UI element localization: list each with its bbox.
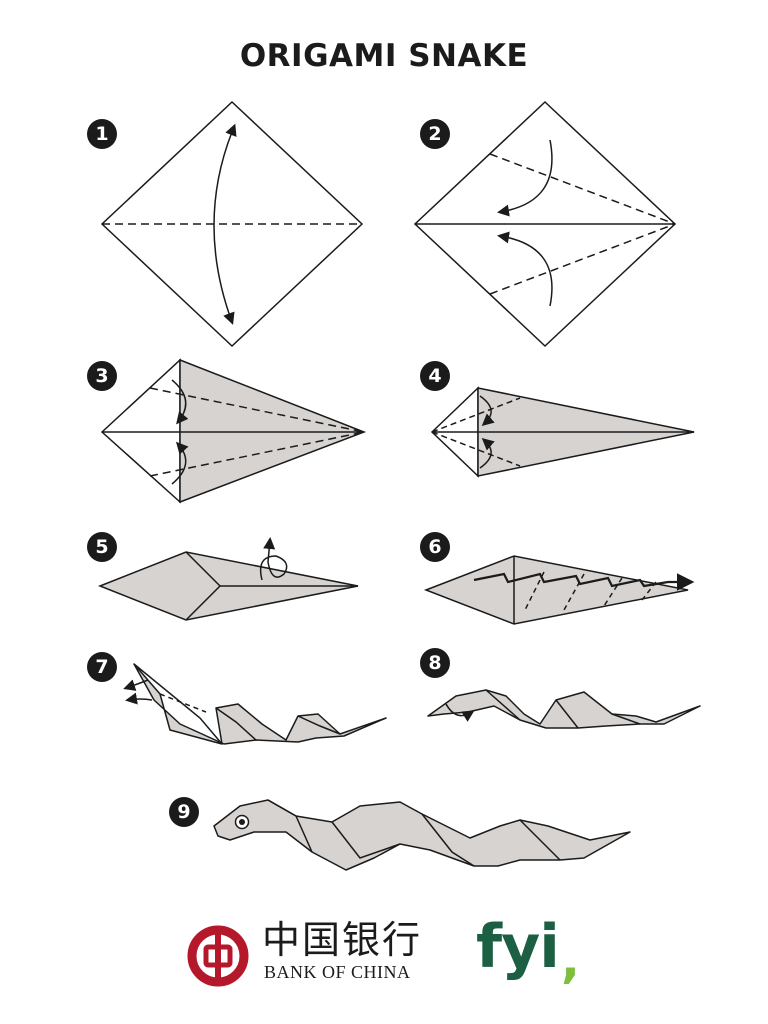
step-number-badge: 6 bbox=[420, 532, 450, 562]
bank-chinese-name: 中国银行 bbox=[262, 918, 423, 962]
fyi-logo: fyi bbox=[476, 912, 560, 982]
step-6-diagram bbox=[423, 555, 695, 625]
step-number-badge: 1 bbox=[87, 119, 117, 149]
step-7-diagram bbox=[123, 663, 387, 745]
step-5-diagram bbox=[97, 537, 359, 621]
fyi-logo-comma: , bbox=[561, 931, 580, 989]
step-1-diagram bbox=[100, 100, 364, 348]
step-3-diagram bbox=[100, 358, 367, 504]
bank-of-china-logo-icon bbox=[187, 925, 249, 987]
step-number-badge: 7 bbox=[87, 652, 117, 682]
step-4-diagram bbox=[430, 386, 695, 478]
step-number-badge: 9 bbox=[169, 797, 199, 827]
step-8-diagram bbox=[427, 689, 701, 729]
step-9-diagram bbox=[213, 799, 631, 871]
step-number-badge: 5 bbox=[87, 532, 117, 562]
step-number-badge: 2 bbox=[420, 119, 450, 149]
page-title: ORIGAMI SNAKE bbox=[239, 38, 529, 74]
bank-english-name: BANK OF CHINA bbox=[264, 962, 411, 982]
step-number-badge: 4 bbox=[420, 361, 450, 391]
step-2-diagram bbox=[413, 100, 677, 348]
step-number-badge: 3 bbox=[87, 361, 117, 391]
step-number-badge: 8 bbox=[420, 648, 450, 678]
